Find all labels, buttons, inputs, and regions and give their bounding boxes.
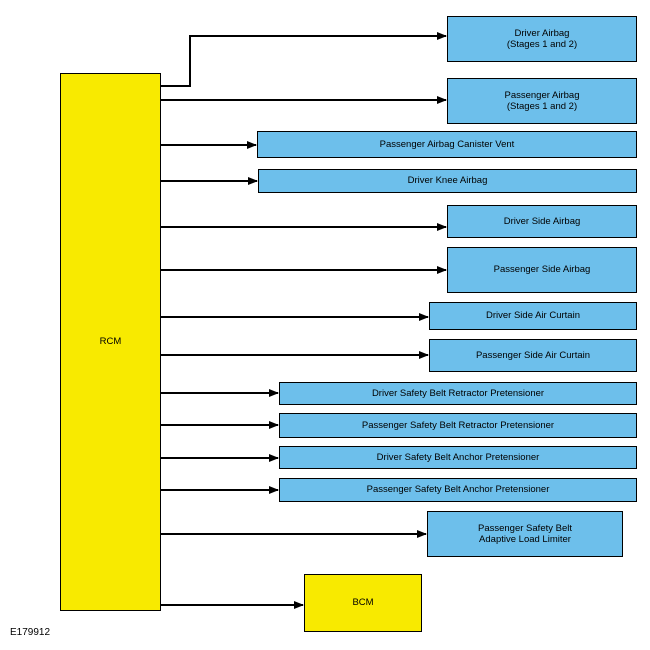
wire-driver-airbag [161, 32, 447, 87]
figure-id: E179912 [10, 627, 51, 638]
output-passenger-safety-belt-adaptive-load-limiter: Passenger Safety Belt Adaptive Load Limi… [427, 511, 623, 557]
output-passenger-airbag-canister-vent: Passenger Airbag Canister Vent [257, 131, 637, 158]
output-driver-airbag: Driver Airbag (Stages 1 and 2) [447, 16, 637, 62]
rcm-module: RCM [60, 73, 161, 611]
output-driver-safety-belt-anchor-pretensioner: Driver Safety Belt Anchor Pretensioner [279, 446, 637, 469]
output-driver-side-air-curtain: Driver Side Air Curtain [429, 302, 637, 330]
output-passenger-side-air-curtain: Passenger Side Air Curtain [429, 339, 637, 372]
output-passenger-safety-belt-retractor-pretensioner: Passenger Safety Belt Retractor Pretensi… [279, 413, 637, 438]
bcm-module: BCM [304, 574, 422, 632]
output-passenger-safety-belt-anchor-pretensioner: Passenger Safety Belt Anchor Pretensione… [279, 478, 637, 502]
output-driver-side-airbag: Driver Side Airbag [447, 205, 637, 238]
output-driver-safety-belt-retractor-pretensioner: Driver Safety Belt Retractor Pretensione… [279, 382, 637, 405]
output-passenger-side-airbag: Passenger Side Airbag [447, 247, 637, 293]
output-driver-knee-airbag: Driver Knee Airbag [258, 169, 637, 193]
output-passenger-airbag: Passenger Airbag (Stages 1 and 2) [447, 78, 637, 124]
